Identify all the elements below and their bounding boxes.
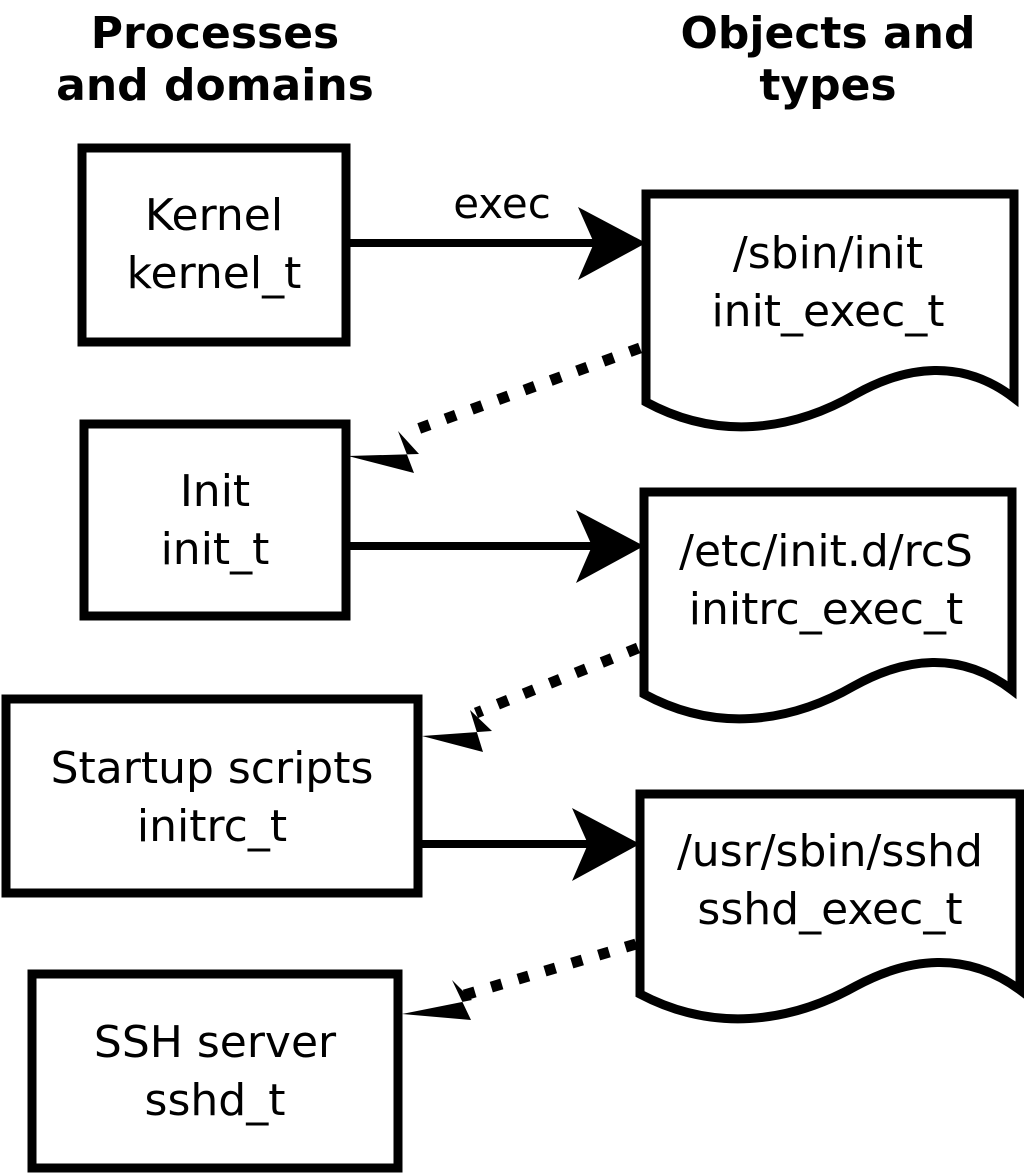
edge-init-to-etc-initd-rcs-arrowhead	[576, 510, 644, 583]
edge-kernel-to-sbin-init: exec	[346, 179, 646, 280]
etc-initd-rcs-type-label: initrc_exec_t	[689, 584, 963, 635]
usr-sbin-sshd-type-label: sshd_exec_t	[697, 884, 962, 935]
etc-initd-rcs-document-shape[interactable]	[639, 487, 1017, 724]
edge-startup-scripts-to-usr-sbin-sshd-arrowhead	[572, 808, 640, 881]
kernel-type-label: kernel_t	[127, 248, 302, 299]
edge-usr-sbin-sshd-to-ssh-server	[402, 938, 638, 1020]
process-node-startup-scripts[interactable]: Startup scripts initrc_t	[1, 694, 423, 898]
edge-kernel-to-sbin-init-arrowhead	[578, 207, 646, 280]
process-node-kernel[interactable]: Kernel kernel_t	[77, 143, 351, 347]
etc-initd-rcs-path-label: /etc/init.d/rcS	[679, 526, 973, 577]
edge-usr-sbin-sshd-to-ssh-server-line	[456, 938, 638, 1003]
edge-label-exec: exec	[453, 179, 551, 228]
kernel-name-label: Kernel	[145, 190, 283, 241]
object-node-etc-initd-rcs[interactable]: /etc/init.d/rcS initrc_exec_t	[639, 487, 1017, 724]
object-node-usr-sbin-sshd[interactable]: /usr/sbin/sshd sshd_exec_t	[635, 789, 1024, 1024]
sbin-init-type-label: init_exec_t	[711, 286, 944, 337]
left-header-line2: and domains	[56, 60, 374, 111]
process-node-init[interactable]: Init init_t	[79, 419, 351, 621]
usr-sbin-sshd-path-label: /usr/sbin/sshd	[677, 826, 983, 877]
right-header-line1: Objects and	[681, 8, 976, 59]
column-header-processes: Processes and domains	[56, 8, 374, 111]
init-box[interactable]	[79, 419, 351, 621]
sbin-init-path-label: /sbin/init	[733, 228, 923, 279]
left-header-line1: Processes	[91, 8, 340, 59]
edge-etc-initd-rcs-to-startup-scripts	[422, 642, 641, 752]
edge-sbin-init-to-init	[348, 342, 642, 473]
kernel-box[interactable]	[77, 143, 351, 347]
process-node-ssh-server[interactable]: SSH server sshd_t	[27, 969, 403, 1173]
column-header-objects: Objects and types	[681, 8, 976, 111]
edge-startup-scripts-to-usr-sbin-sshd	[418, 808, 640, 881]
edge-usr-sbin-sshd-to-ssh-server-arrowhead	[402, 980, 472, 1020]
edge-sbin-init-to-init-arrowhead	[348, 431, 419, 473]
ssh-server-type-label: sshd_t	[145, 1075, 286, 1126]
startup-scripts-type-label: initrc_t	[137, 801, 287, 852]
object-node-sbin-init[interactable]: /sbin/init init_exec_t	[641, 189, 1019, 432]
startup-scripts-name-label: Startup scripts	[51, 743, 374, 794]
startup-scripts-box[interactable]	[1, 694, 423, 898]
ssh-server-name-label: SSH server	[94, 1017, 337, 1068]
usr-sbin-sshd-document-shape[interactable]	[635, 789, 1024, 1024]
ssh-server-box[interactable]	[27, 969, 403, 1173]
init-name-label: Init	[180, 466, 250, 517]
edge-etc-initd-rcs-to-startup-scripts-arrowhead	[422, 710, 492, 752]
edge-sbin-init-to-init-line	[402, 342, 642, 440]
right-header-line2: types	[759, 60, 896, 111]
edge-init-to-etc-initd-rcs	[346, 510, 644, 583]
init-type-label: init_t	[161, 524, 270, 575]
edge-etc-initd-rcs-to-startup-scripts-line	[473, 642, 641, 719]
sbin-init-document-shape[interactable]	[641, 189, 1019, 432]
